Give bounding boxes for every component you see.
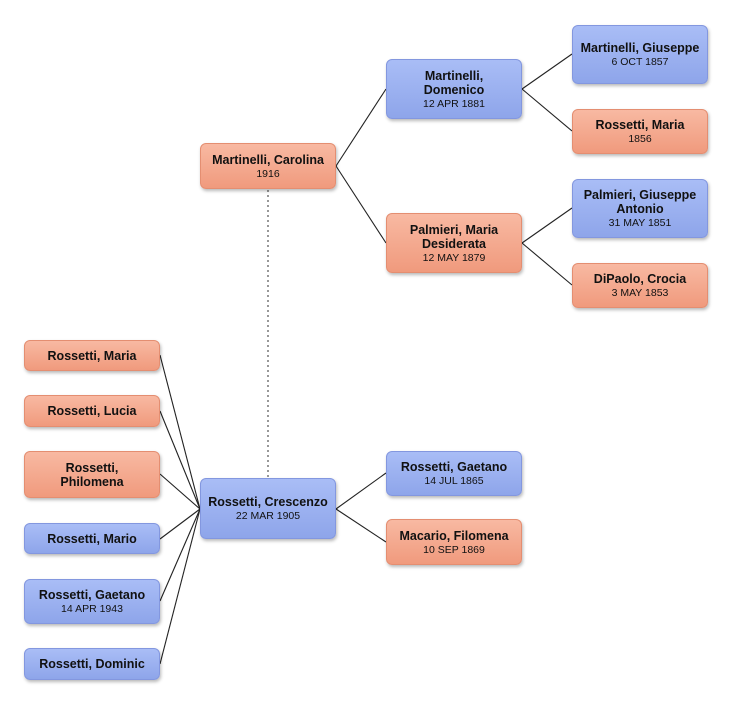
person-name: Rossetti, Crescenzo: [208, 495, 328, 509]
connector-child-philomena: [159, 473, 201, 510]
person-name: Martinelli, Carolina: [212, 152, 324, 167]
person-rossetti-philomena[interactable]: Rossetti, Philomena: [24, 451, 160, 498]
connector-crescenzo-filomena: [335, 508, 387, 543]
connector-child-dominic: [159, 508, 201, 665]
person-date: 22 MAR 1905: [235, 510, 301, 522]
person-date: 14 JUL 1865: [424, 475, 484, 487]
person-rossetti-lucia[interactable]: Rossetti, Lucia: [24, 395, 160, 427]
connector-child-maria: [159, 354, 201, 510]
person-name: Rossetti, Philomena: [60, 460, 124, 489]
connector-child-mario: [159, 508, 201, 540]
person-name: Rossetti, Maria: [595, 118, 685, 132]
person-name: Martinelli, Giuseppe: [580, 41, 700, 55]
person-rossetti-dominic[interactable]: Rossetti, Dominic: [24, 648, 160, 680]
person-date: 31 MAY 1851: [608, 217, 672, 229]
person-rossetti-mario[interactable]: Rossetti, Mario: [24, 523, 160, 554]
person-martinelli-domenico[interactable]: Martinelli, Domenico 12 APR 1881: [386, 59, 522, 119]
person-dipaolo-crocia[interactable]: DiPaolo, Crocia 3 MAY 1853: [572, 263, 708, 308]
connector-child-gaetano: [159, 508, 201, 602]
connector-mariad-giuseppe: [521, 207, 573, 244]
person-palmieri-giuseppe-antonio[interactable]: Palmieri, Giuseppe Antonio 31 MAY 1851: [572, 179, 708, 238]
person-name: Rossetti, Gaetano: [38, 588, 146, 602]
person-date: 1916: [256, 167, 280, 180]
connector-mariad-crocia: [521, 242, 573, 286]
connector-domenico-giuseppe: [521, 53, 573, 90]
person-date: 14 APR 1943: [61, 603, 123, 615]
person-date: 3 MAY 1853: [611, 287, 669, 299]
connector-crescenzo-gaetano: [335, 472, 387, 510]
connector-carolina-maria-desiderata: [335, 165, 387, 244]
person-name: Macario, Filomena: [399, 528, 509, 543]
person-date: 12 MAY 1879: [422, 251, 486, 264]
person-rossetti-crescenzo[interactable]: Rossetti, Crescenzo 22 MAR 1905: [200, 478, 336, 539]
person-rossetti-maria-1856[interactable]: Rossetti, Maria 1856: [572, 109, 708, 154]
person-name: Rossetti, Mario: [47, 531, 137, 546]
person-date: 12 APR 1881: [423, 97, 485, 110]
connector-carolina-domenico: [335, 88, 387, 167]
person-name: Martinelli, Domenico: [423, 68, 485, 97]
person-name: Rossetti, Dominic: [39, 657, 145, 671]
person-name: Rossetti, Maria: [47, 348, 137, 363]
person-palmieri-maria-desiderata[interactable]: Palmieri, Maria Desiderata 12 MAY 1879: [386, 213, 522, 273]
person-name: Rossetti, Gaetano: [400, 460, 508, 474]
person-martinelli-giuseppe[interactable]: Martinelli, Giuseppe 6 OCT 1857: [572, 25, 708, 84]
person-name: Palmieri, Maria Desiderata: [409, 222, 499, 251]
connector-child-lucia: [159, 410, 201, 510]
person-date: 10 SEP 1869: [423, 543, 485, 556]
person-martinelli-carolina[interactable]: Martinelli, Carolina 1916: [200, 143, 336, 189]
connector-domenico-maria: [521, 88, 573, 132]
person-rossetti-gaetano-1943[interactable]: Rossetti, Gaetano 14 APR 1943: [24, 579, 160, 624]
person-name: DiPaolo, Crocia: [593, 272, 687, 286]
person-name: Rossetti, Lucia: [47, 404, 137, 418]
person-date: 1856: [628, 133, 652, 145]
person-name: Palmieri, Giuseppe Antonio: [583, 188, 697, 216]
person-rossetti-gaetano-1865[interactable]: Rossetti, Gaetano 14 JUL 1865: [386, 451, 522, 496]
person-date: 6 OCT 1857: [611, 56, 669, 68]
person-rossetti-maria-child[interactable]: Rossetti, Maria: [24, 340, 160, 371]
person-macario-filomena[interactable]: Macario, Filomena 10 SEP 1869: [386, 519, 522, 565]
